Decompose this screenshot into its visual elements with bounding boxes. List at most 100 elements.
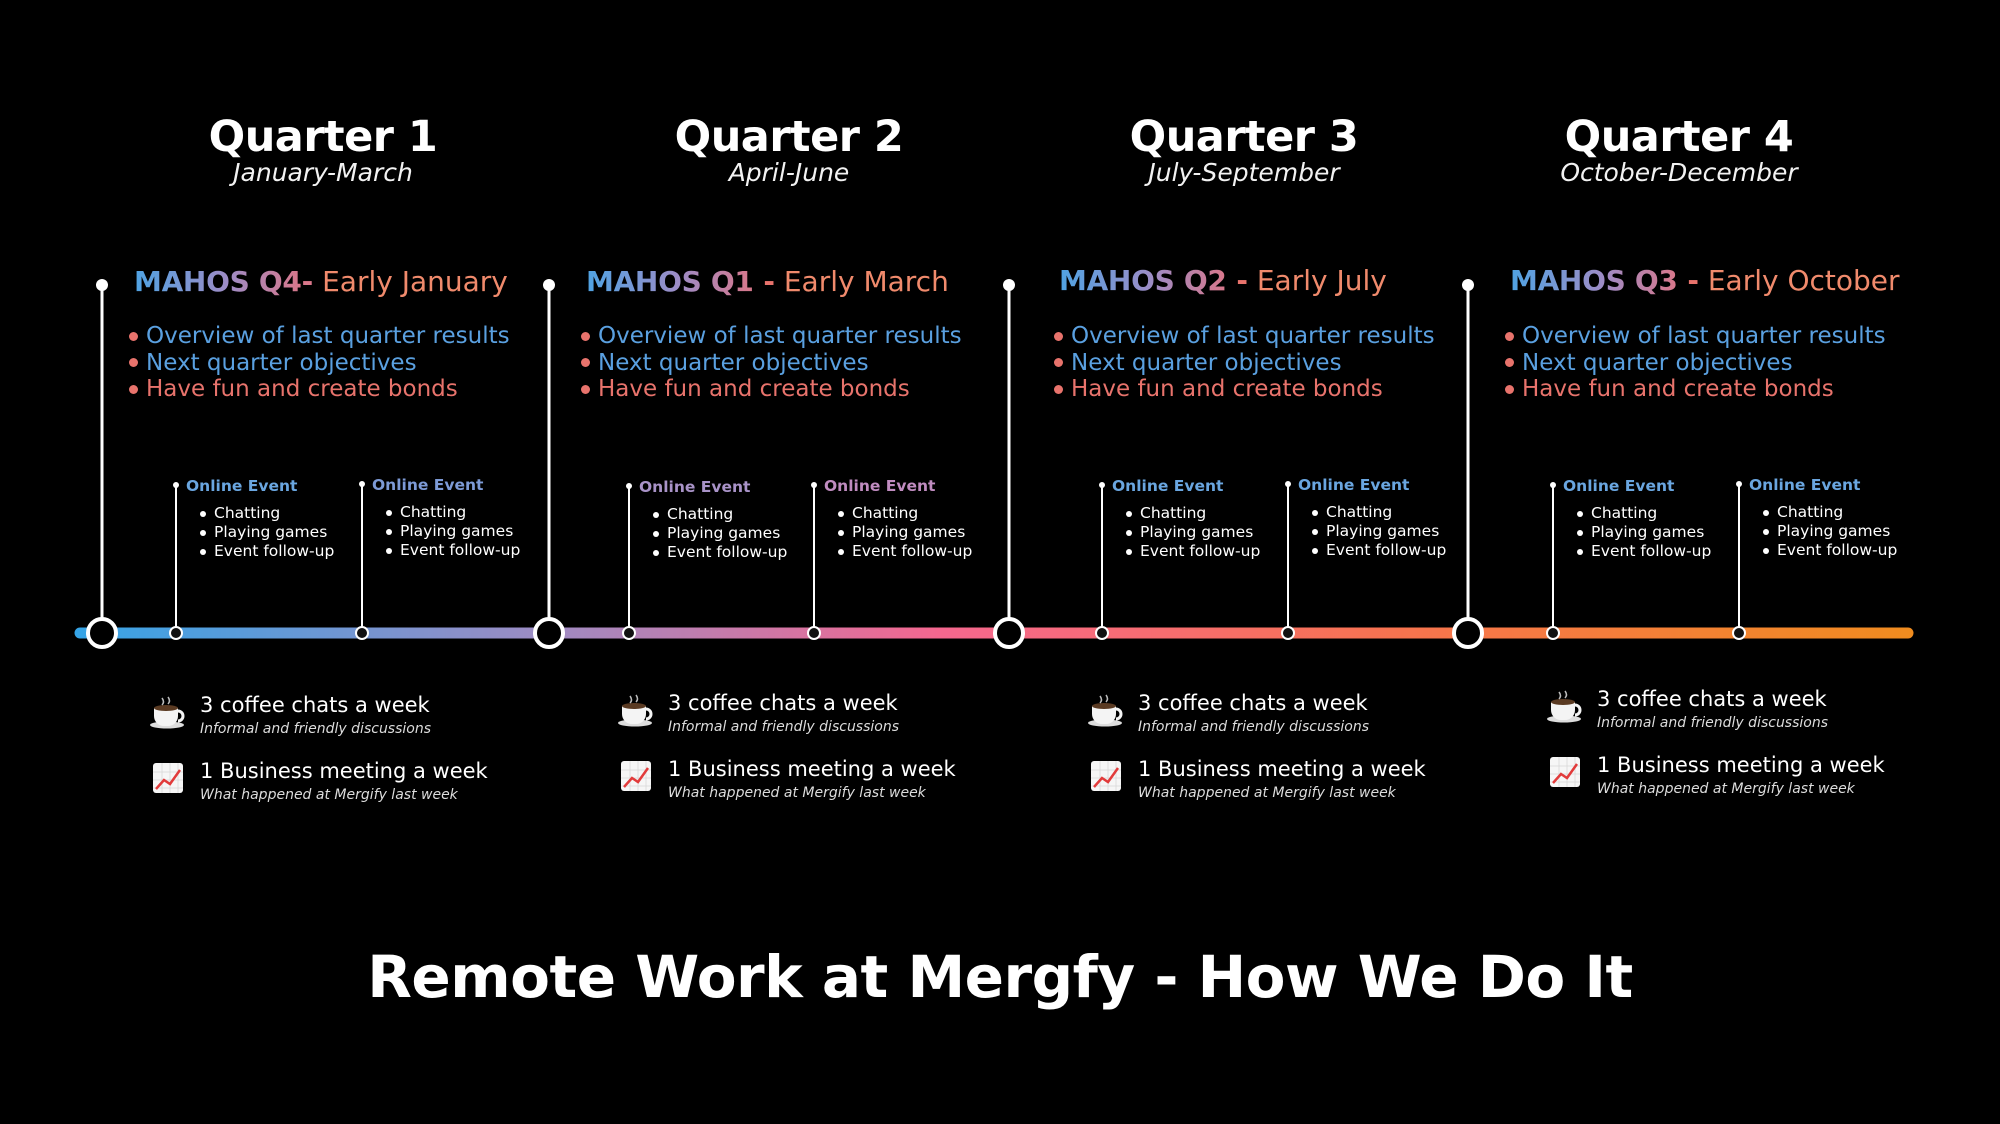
quarter-4-bullets: Overview of last quarter results Next qu… <box>1505 323 1886 403</box>
event-item: Chatting <box>838 504 972 523</box>
bullet-item: Overview of last quarter results <box>1505 323 1886 350</box>
event-item: Chatting <box>1763 503 1897 522</box>
bullet-text: Next quarter objectives <box>146 349 417 376</box>
activity-subtitle: What happened at Mergify last week <box>668 785 926 801</box>
event-item-text: Playing games <box>1326 522 1440 540</box>
event-item-text: Chatting <box>400 503 467 521</box>
bullet-dot <box>1054 331 1063 341</box>
event-item-text: Chatting <box>1326 503 1393 521</box>
page-title: Remote Work at Mergfy - How We Do It <box>367 943 1633 1011</box>
bullet-item: Next quarter objectives <box>129 350 510 377</box>
bullet-dot <box>581 384 590 394</box>
bullet-dot <box>581 331 590 341</box>
bullet-text: Next quarter objectives <box>1522 349 1793 376</box>
event-item: Event follow-up <box>653 543 787 562</box>
event-item-text: Playing games <box>1140 523 1254 541</box>
bullet-text: Overview of last quarter results <box>1071 323 1435 349</box>
quarter-title: Quarter 1 <box>208 112 438 162</box>
quarter-1-bullets: Overview of last quarter results Next qu… <box>129 323 510 403</box>
event-item: Event follow-up <box>1577 542 1711 561</box>
bullet-text: Overview of last quarter results <box>146 323 510 349</box>
activity-title: 1 Business meeting a week <box>1597 753 1885 777</box>
bullet-text: Have fun and create bonds <box>146 376 458 402</box>
event-item-text: Chatting <box>1777 503 1844 521</box>
event-label: Online Event <box>1112 477 1224 495</box>
event-item-text: Event follow-up <box>400 541 521 559</box>
event-item-text: Playing games <box>1777 522 1891 540</box>
event-item: Event follow-up <box>386 541 520 560</box>
mahos-date: Early October <box>1698 264 1900 297</box>
event-item-text: Event follow-up <box>667 543 788 561</box>
bullet-dot <box>129 384 138 394</box>
event-item: Event follow-up <box>1763 541 1897 560</box>
event-label: Online Event <box>1563 477 1675 495</box>
mahos-name: MAHOS Q1 <box>586 265 754 298</box>
mahos-name: MAHOS Q2 <box>1059 264 1227 297</box>
quarter-2-mahos: MAHOS Q1 - Early March <box>586 264 949 300</box>
activity-title: 3 coffee chats a week <box>1138 691 1368 715</box>
quarter-2-event-2: Online Event Chatting Playing games Even… <box>824 476 972 561</box>
activity-title: 3 coffee chats a week <box>1597 687 1827 711</box>
quarter-4-mahos: MAHOS Q3 - Early October <box>1510 263 1900 299</box>
bullet-dot <box>581 358 590 368</box>
event-label: Online Event <box>639 478 751 496</box>
mahos-date: Early July <box>1247 264 1387 297</box>
quarter-1-event-1: Online Event Chatting Playing games Even… <box>186 476 334 561</box>
activity-title: 1 Business meeting a week <box>200 759 488 783</box>
event-item-text: Event follow-up <box>1326 541 1447 559</box>
bullet-dot <box>1505 331 1514 341</box>
event-item: Chatting <box>653 505 787 524</box>
event-item: Chatting <box>200 504 334 523</box>
bullet-dot <box>1054 358 1063 368</box>
event-item-text: Playing games <box>1591 523 1705 541</box>
event-item: Event follow-up <box>200 542 334 561</box>
event-item: Playing games <box>653 524 787 543</box>
quarter-4-event-2: Online Event Chatting Playing games Even… <box>1749 475 1897 560</box>
activity-subtitle: Informal and friendly discussions <box>1597 715 1829 731</box>
event-item-text: Event follow-up <box>1140 542 1261 560</box>
bullet-item: Have fun and create bonds <box>1505 376 1886 403</box>
event-item: Event follow-up <box>838 542 972 561</box>
bullet-dot <box>129 358 138 368</box>
event-item-text: Event follow-up <box>214 542 335 560</box>
mahos-separator: - <box>753 265 775 298</box>
bullet-item: Next quarter objectives <box>1054 350 1435 377</box>
activity-subtitle: What happened at Mergify last week <box>1138 785 1396 801</box>
mahos-name: MAHOS Q3 <box>1510 264 1678 297</box>
activity-title: 1 Business meeting a week <box>1138 757 1426 781</box>
event-item: Playing games <box>1763 522 1897 541</box>
activity-subtitle: What happened at Mergify last week <box>1597 781 1855 797</box>
event-item-text: Playing games <box>214 523 328 541</box>
event-item-text: Chatting <box>214 504 281 522</box>
mahos-separator: - <box>1226 264 1248 297</box>
chart-increasing-icon <box>1550 757 1580 787</box>
bullet-item: Overview of last quarter results <box>129 323 510 350</box>
quarter-months: April-June <box>728 158 850 187</box>
event-item: Chatting <box>1126 504 1260 523</box>
event-item-text: Playing games <box>667 524 781 542</box>
event-item: Event follow-up <box>1126 542 1260 561</box>
quarter-3-event-1: Online Event Chatting Playing games Even… <box>1112 476 1260 561</box>
quarter-3-mahos: MAHOS Q2 - Early July <box>1059 263 1387 299</box>
bullet-item: Have fun and create bonds <box>1054 376 1435 403</box>
bullet-text: Have fun and create bonds <box>1522 376 1834 402</box>
event-item: Playing games <box>386 522 520 541</box>
bullet-text: Next quarter objectives <box>1071 349 1342 376</box>
bullet-dot <box>129 331 138 341</box>
bullet-text: Have fun and create bonds <box>598 376 910 402</box>
mahos-separator: - <box>301 265 314 298</box>
chart-increasing-icon <box>621 761 651 791</box>
bullet-item: Next quarter objectives <box>581 350 962 377</box>
activity-subtitle: Informal and friendly discussions <box>668 719 900 735</box>
bullet-item: Overview of last quarter results <box>1054 323 1435 350</box>
bullet-dot <box>1505 384 1514 394</box>
quarter-title: Quarter 2 <box>674 112 904 162</box>
activity-title: 3 coffee chats a week <box>668 691 898 715</box>
quarter-stem-tops <box>96 279 1474 291</box>
event-item-text: Chatting <box>852 504 919 522</box>
